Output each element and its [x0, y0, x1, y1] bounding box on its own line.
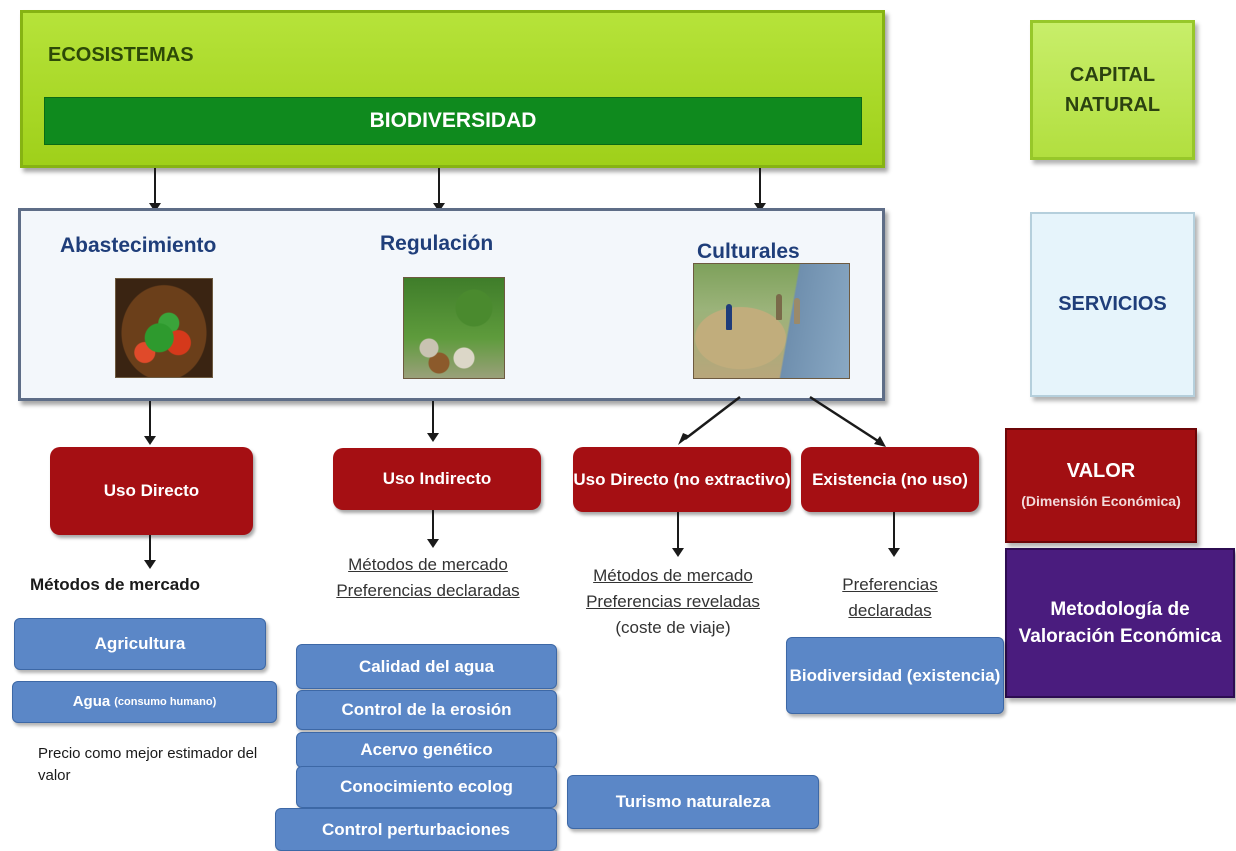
arrow-eco-regul — [438, 168, 440, 206]
arrow-regul-indirecto — [432, 401, 434, 435]
arrows-culturales — [678, 395, 886, 447]
culturales-photo — [693, 263, 850, 379]
arrow-abast-directo — [149, 401, 151, 439]
arrow-existencia-metodo — [893, 512, 895, 550]
regulacion-label: Regulación — [380, 232, 494, 255]
biodiversity-bar: BIODIVERSIDAD — [44, 97, 862, 145]
person-figure — [794, 298, 800, 324]
arrowhead — [427, 539, 439, 548]
ecosystems-title: ECOSISTEMAS — [48, 44, 194, 66]
arrowhead — [888, 548, 900, 557]
metodo-no-extractivo-line2: Preferencias reveladas — [586, 592, 760, 611]
arrow-eco-abast — [154, 168, 156, 206]
person-figure — [726, 304, 732, 330]
arrow-indirecto-metodo — [432, 510, 434, 541]
item-control-perturbaciones: Control perturbaciones — [275, 808, 557, 851]
regulacion-photo — [403, 277, 505, 379]
arrowhead — [427, 433, 439, 442]
abastecimiento-photo — [115, 278, 213, 378]
arrowhead — [144, 436, 156, 445]
uso-directo-box: Uso Directo — [50, 447, 253, 535]
valor-label: VALOR (Dimensión Económica) — [1005, 428, 1197, 543]
culturales-label: Culturales — [697, 240, 800, 263]
item-acervo-genetico: Acervo genético — [296, 732, 557, 768]
person-figure — [776, 294, 782, 320]
arrow-eco-cult — [759, 168, 761, 206]
metodo-indirecto-line2: Preferencias declaradas — [336, 581, 520, 600]
uso-indirecto-box: Uso Indirecto — [333, 448, 541, 510]
item-agua: Agua(consumo humano) — [12, 681, 277, 723]
existencia-box: Existencia (no uso) — [801, 447, 979, 512]
metodo-no-extractivo-line3: (coste de viaje) — [615, 618, 731, 637]
arrow-directo-metodo — [149, 535, 151, 562]
item-biodiversidad-existencia: Biodiversidad (existencia) — [786, 637, 1004, 714]
precio-note: Precio como mejor estimador del valor — [38, 745, 258, 784]
arrowhead — [433, 203, 445, 212]
metodo-indirecto-line1: Métodos de mercado — [348, 555, 508, 574]
servicios-label: SERVICIOS — [1030, 212, 1195, 397]
arrowhead — [149, 203, 161, 212]
valor-subtitle: (Dimensión Económica) — [1021, 493, 1181, 509]
item-agricultura: Agricultura — [14, 618, 266, 670]
item-turismo-naturaleza: Turismo naturaleza — [567, 775, 819, 829]
item-agua-label: Agua — [72, 693, 111, 710]
item-calidad-agua: Calidad del agua — [296, 644, 557, 689]
metodo-existencia-text: Preferencias declaradas — [842, 575, 938, 620]
metodo-no-extractivo-line1: Métodos de mercado — [593, 566, 753, 585]
capital-natural-label: CAPITAL NATURAL — [1030, 20, 1195, 160]
valor-title: VALOR — [1066, 460, 1136, 482]
item-control-erosion: Control de la erosión — [296, 690, 557, 730]
abastecimiento-label: Abastecimiento — [60, 234, 217, 257]
metodologia-label: Metodología de Valoración Económica — [1005, 548, 1235, 698]
arrowhead — [672, 548, 684, 557]
metodo-directo: Métodos de mercado — [30, 575, 201, 594]
item-conocimiento-ecolog: Conocimiento ecolog — [296, 766, 557, 808]
item-agua-note: (consumo humano) — [114, 696, 217, 708]
metodo-existencia: Preferencias declaradas — [800, 572, 980, 624]
uso-directo-no-extractivo-box: Uso Directo (no extractivo) — [573, 447, 791, 512]
arrowhead — [144, 560, 156, 569]
metodo-indirecto: Métodos de mercado Preferencias declarad… — [298, 552, 558, 604]
arrowhead — [754, 203, 766, 212]
arrow-no-extr-metodo — [677, 512, 679, 550]
metodo-no-extractivo: Métodos de mercado Preferencias revelada… — [578, 563, 768, 641]
